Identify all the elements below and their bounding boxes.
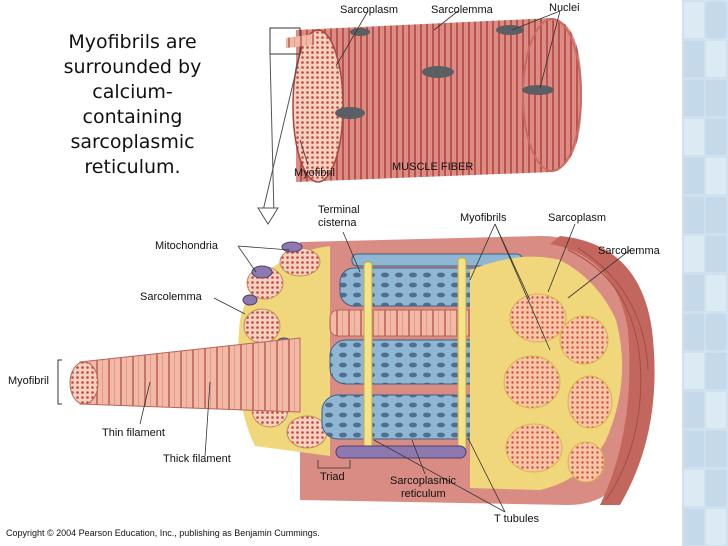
copyright-notice: Copyright © 2004 Pearson Education, Inc.… — [6, 528, 320, 538]
label-sarcoplasm-right: Sarcoplasm — [548, 212, 606, 224]
sidebar-tile — [706, 470, 726, 506]
sidebar-tile — [684, 431, 704, 467]
sidebar-tile — [706, 431, 726, 467]
caption-line: Myofibrils are — [68, 31, 197, 53]
label-sarcoplasmic: Sarcoplasmic — [390, 475, 457, 487]
sidebar-tile — [684, 2, 704, 38]
slide-sidebar — [682, 0, 728, 546]
label-myofibrils: Myofibrils — [460, 212, 507, 224]
nucleus — [335, 107, 365, 119]
nucleus — [522, 85, 554, 95]
sidebar-tile — [706, 197, 726, 233]
nucleus — [422, 66, 454, 78]
sidebar-tile — [706, 236, 726, 272]
sidebar-tile — [684, 119, 704, 155]
sidebar-tile — [684, 392, 704, 428]
t-tubules — [363, 256, 623, 490]
label-sarcolemma-top: Sarcolemma — [431, 4, 494, 16]
caption-line: sarcoplasmic — [70, 131, 195, 153]
label-sarcolemma-right: Sarcolemma — [598, 245, 661, 257]
label-myofibril-left: Myofibril — [8, 375, 49, 387]
label-muscle-fiber: MUSCLE FIBER — [392, 161, 473, 173]
label-t-tubules: T tubules — [494, 513, 540, 525]
label-myofibril-top: Myofibril — [294, 167, 335, 179]
label-cisterna: cisterna — [318, 217, 357, 229]
leader-lines — [139, 10, 631, 513]
sidebar-tile — [706, 509, 726, 545]
label-thick-filament: Thick filament — [163, 453, 231, 465]
sidebar-tile — [684, 236, 704, 272]
label-sarcolemma-left: Sarcolemma — [140, 291, 203, 303]
extended-myofibril — [57, 337, 301, 413]
sidebar-tile — [706, 119, 726, 155]
sidebar-tile — [706, 275, 726, 311]
sidebar-tile — [706, 353, 726, 389]
caption-line: reticulum. — [84, 156, 181, 178]
sidebar-tile — [706, 158, 726, 194]
zoom-arrow — [257, 207, 279, 225]
sidebar-tile — [684, 470, 704, 506]
sidebar-tile — [684, 314, 704, 350]
caption-line: calcium- — [92, 81, 173, 103]
label-nuclei: Nuclei — [549, 2, 580, 14]
nucleus — [496, 25, 524, 35]
label-terminal: Terminal — [318, 204, 360, 216]
sidebar-tile — [684, 197, 704, 233]
label-triad: Triad — [320, 471, 345, 483]
sidebar-tile — [684, 158, 704, 194]
caption-line: containing — [82, 106, 183, 128]
sidebar-tile — [684, 275, 704, 311]
slide-caption: Myofibrils are surrounded by calcium- co… — [40, 30, 225, 180]
sidebar-tile — [684, 353, 704, 389]
sidebar-tile — [706, 80, 726, 116]
sidebar-tile — [684, 41, 704, 77]
sidebar-tile — [684, 80, 704, 116]
fiber-cross-section — [292, 29, 344, 183]
sidebar-tile — [706, 41, 726, 77]
sidebar-tile — [684, 509, 704, 545]
muscle-fiber-cutaway — [236, 236, 655, 505]
label-thin-filament: Thin filament — [102, 427, 165, 439]
muscle-fiber-top — [257, 18, 582, 225]
label-sarcoplasm-top: Sarcoplasm — [340, 4, 398, 16]
sidebar-tile — [706, 314, 726, 350]
sidebar-tile — [706, 2, 726, 38]
sidebar-tile — [706, 392, 726, 428]
label-mitochondria: Mitochondria — [155, 240, 219, 252]
nucleus — [350, 28, 370, 36]
caption-line: surrounded by — [63, 56, 202, 78]
label-reticulum: reticulum — [401, 488, 446, 500]
